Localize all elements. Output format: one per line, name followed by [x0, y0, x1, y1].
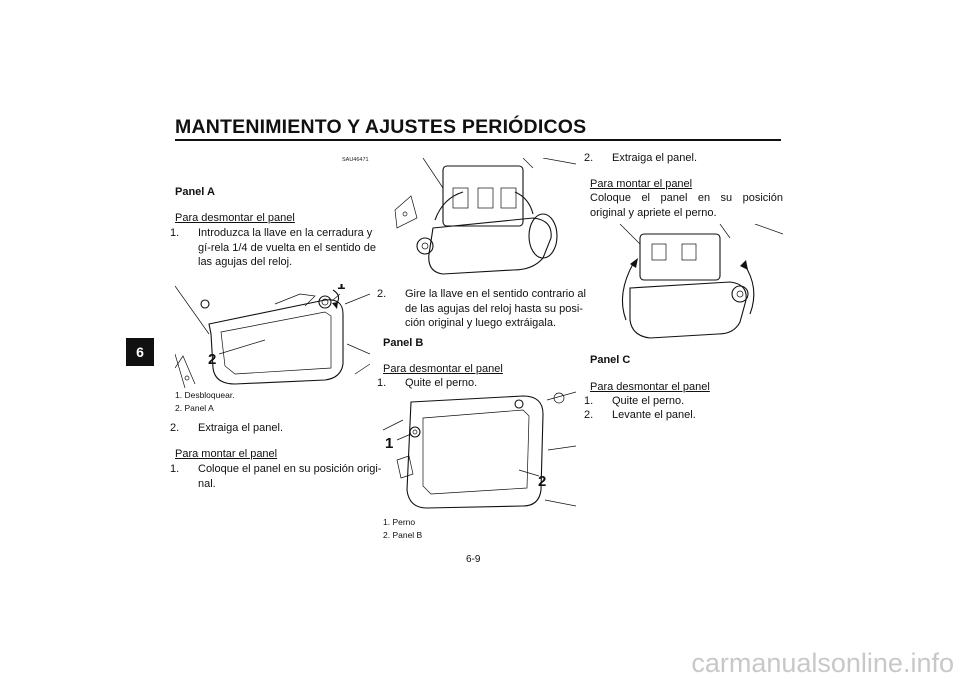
component	[452, 187, 469, 209]
chapter-tab: 6	[126, 338, 154, 366]
caption-2: 2. Panel B	[383, 530, 423, 540]
panel-a-outline	[208, 299, 344, 385]
callout-1: 1	[337, 284, 345, 293]
step-text: Levante el panel.	[612, 409, 696, 421]
frame-lines	[619, 224, 783, 245]
step-text: Quite el perno.	[405, 377, 478, 389]
key-hole	[402, 211, 408, 217]
step-text: Extraiga el panel.	[198, 422, 283, 434]
panel-b-heading: Panel B	[383, 337, 424, 349]
step-number: 2.	[170, 422, 180, 434]
panel-c-outline	[629, 281, 747, 339]
step-number: 2.	[377, 288, 387, 300]
component	[477, 187, 494, 209]
title-rule	[175, 139, 781, 141]
bolt-core	[736, 290, 744, 298]
frame-lines	[422, 158, 576, 189]
panel-c-step-2: 2. Levante el panel.	[584, 408, 797, 423]
bracket	[396, 455, 414, 479]
section-code: SAU46471	[342, 157, 369, 163]
panel-c-remove-subheading: Para desmontar el panel	[590, 381, 710, 393]
caption-1: 1. Perno	[383, 517, 416, 527]
step-text: Extraiga el panel.	[612, 152, 697, 164]
panel-b-install-subheading: Para montar el panel	[590, 178, 693, 190]
key-turn-illustration	[394, 158, 576, 275]
mount-tab	[175, 355, 196, 385]
arrow-curve-left	[621, 261, 635, 321]
leader-line	[396, 433, 412, 441]
panel-a-step-2: 2. Extraiga el panel.	[170, 421, 384, 436]
step-number: 2.	[584, 409, 594, 421]
callout-1: 1	[385, 435, 393, 452]
bolt	[731, 285, 749, 303]
leader-line	[218, 339, 266, 355]
page-number: 6-9	[466, 554, 481, 565]
fastener	[514, 399, 524, 409]
step-number: 1.	[170, 463, 180, 475]
key	[394, 195, 418, 229]
arrow-curve-left	[434, 191, 464, 221]
key-lock-core	[321, 298, 329, 306]
mount-hole	[184, 375, 190, 381]
page-title: MANTENIMIENTO Y AJUSTES PERIÓDICOS	[175, 116, 587, 138]
step-number: 2.	[584, 152, 594, 164]
key-lock	[318, 295, 332, 309]
frame-lines	[175, 285, 370, 388]
arrowhead	[630, 258, 638, 268]
callout-2: 2	[538, 473, 546, 490]
step-text: Coloque el panel en su posición origi-na…	[198, 463, 382, 490]
compartment	[442, 165, 524, 227]
panel-a-step-1: 1. Introduzca la llave en la cerradura y …	[170, 226, 384, 270]
panel-c-illustration	[619, 224, 783, 339]
bracket	[274, 293, 316, 307]
caption-1: 1. Desbloquear.	[175, 390, 235, 400]
key-lock	[416, 237, 434, 255]
panel-b-inner-outline	[422, 409, 530, 495]
step-number: 1.	[170, 227, 180, 239]
panel-b-step-1: 1. Quite el perno.	[377, 376, 591, 391]
arrow-curve-right	[743, 263, 755, 315]
component	[500, 187, 517, 209]
watermark: carmanualsonline.info	[691, 648, 954, 678]
panel-b-install-text: Coloque el panel en su posición original…	[590, 192, 783, 219]
panel-a-step-2-turn: 2. Gire la llave en el sentido contrario …	[377, 287, 591, 331]
bolt-core	[412, 429, 418, 435]
panel-a-remove-subheading: Para desmontar el panel	[175, 212, 295, 224]
panel-outline	[428, 217, 552, 275]
panel-b-remove-subheading: Para desmontar el panel	[383, 363, 503, 375]
panel-a-inner-outline	[220, 311, 332, 375]
arrowhead	[740, 260, 748, 270]
panel-c-heading: Panel C	[590, 354, 631, 366]
component	[651, 243, 667, 261]
panel-b-illustration: 1 2	[383, 391, 576, 509]
step-text: Gire la llave en el sentido contrario al…	[405, 288, 586, 329]
fastener-top	[553, 392, 565, 404]
key-lock-core	[421, 242, 429, 250]
panel-a-install-subheading: Para montar el panel	[175, 448, 278, 460]
caption-2: 2. Panel A	[175, 403, 214, 413]
panel-c-step-1: 1. Quite el perno.	[584, 394, 797, 409]
panel-b-outline	[406, 395, 544, 509]
step-number: 1.	[377, 377, 387, 389]
arrowhead	[332, 302, 338, 309]
panel-b-step-2: 2. Extraiga el panel.	[584, 151, 797, 166]
step-text: Introduzca la llave en la cerradura y gí…	[198, 227, 376, 268]
component	[681, 243, 697, 261]
leader-line	[518, 469, 540, 477]
round-component	[528, 213, 558, 259]
panel-a-install-step-1: 1. Coloque el panel en su posición origi-…	[170, 462, 384, 491]
callout-2: 2	[208, 351, 216, 368]
bolt	[409, 426, 421, 438]
leader-line	[332, 293, 341, 301]
step-text: Quite el perno.	[612, 395, 685, 407]
frame-lines	[383, 391, 576, 507]
fastener	[200, 299, 210, 309]
compartment	[639, 233, 721, 281]
panel-a-illustration: 1 2	[175, 284, 370, 388]
panel-a-heading: Panel A	[175, 186, 215, 198]
step-number: 1.	[584, 395, 594, 407]
arrow-curve-right	[514, 191, 534, 215]
